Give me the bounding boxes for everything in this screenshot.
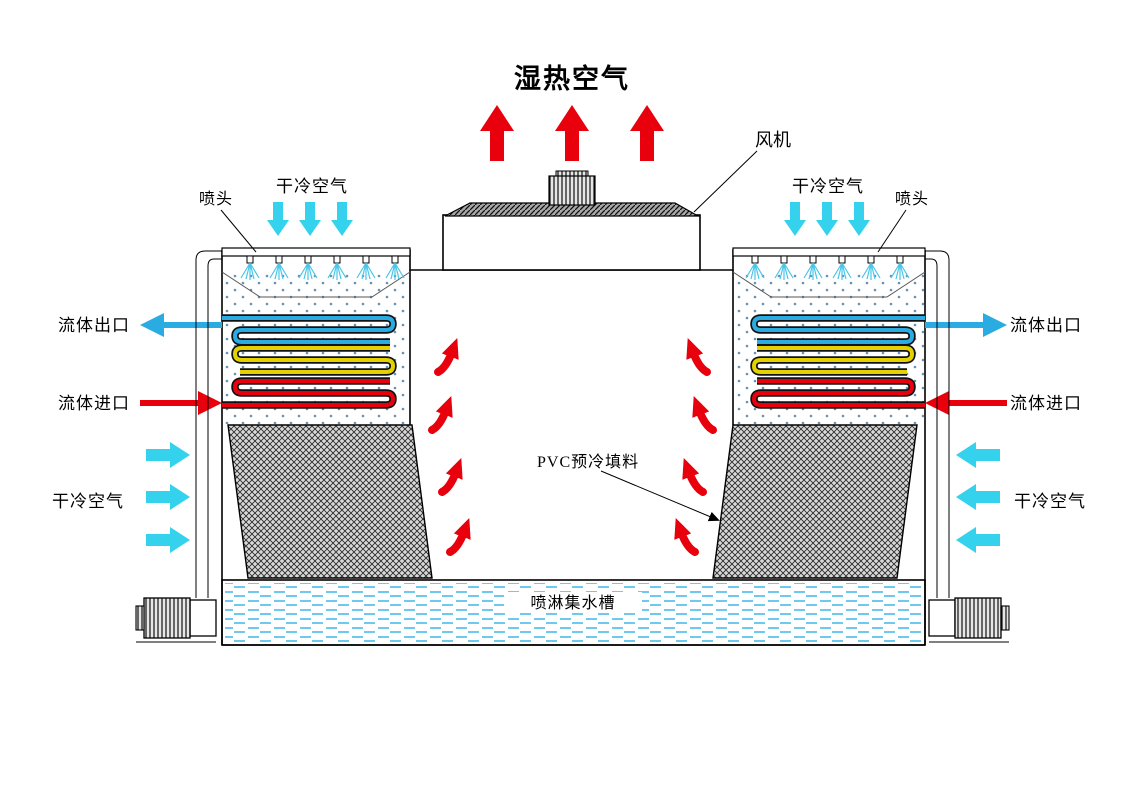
pump-volute (928, 599, 956, 637)
airflow-curved-arrow (692, 395, 717, 434)
left-coil-outlet-tube (222, 316, 396, 344)
left-coil-section (221, 247, 433, 579)
cold-air-down-arrow (784, 202, 806, 236)
cold-air-down-arrow (299, 202, 321, 236)
right-coil-section (712, 247, 926, 579)
cold-air-left-arrow (956, 527, 1000, 553)
hot-air-up-arrow (630, 105, 664, 161)
cold-air-left-arrow (956, 484, 1000, 510)
left-pvc-fill-block (227, 424, 433, 579)
pump-volute (189, 599, 217, 637)
fluid-outlet-arrow (140, 313, 222, 337)
water-basin: 喷淋集水槽 (221, 579, 926, 646)
nozzle-leader-right (877, 209, 907, 253)
cold-air-right-arrow (146, 484, 190, 510)
left-pipe-outer (195, 250, 222, 598)
fluid-outlet-label-left: 流体出口 (58, 316, 130, 335)
fan-blades-icon (444, 202, 701, 217)
dry-air-label-top-left: 干冷空气 (276, 177, 348, 196)
fluid-inlet-label-right: 流体进口 (1010, 394, 1082, 413)
left-coil-middle-tube (232, 346, 396, 374)
cold-air-down-arrow (267, 202, 289, 236)
fluid-inlet-label-left: 流体进口 (58, 394, 130, 413)
pvc-fill-label: PVC预冷填料 (537, 453, 639, 471)
pvc-fill-callout: PVC预冷填料 (537, 453, 720, 522)
dry-air-label-side-left: 干冷空气 (52, 492, 124, 511)
fan-assembly: 风机 (442, 130, 791, 271)
nozzle-label-right: 喷头 (895, 190, 929, 208)
top-air-labels: 干冷空气 干冷空气 喷头 喷头 (199, 177, 929, 253)
nozzle-leader-left (220, 209, 257, 253)
left-coil-inlet-tube (222, 379, 396, 407)
fluid-outlet-label-right: 流体出口 (1010, 316, 1082, 335)
nozzle-label-left: 喷头 (199, 190, 233, 208)
right-spray-header-pipe (732, 247, 926, 257)
left-riser-pipe (195, 250, 222, 598)
right-pump (928, 597, 1010, 643)
right-coil-middle-tube (751, 346, 915, 374)
pump-end-bell (1000, 605, 1010, 631)
dry-air-label-side-right: 干冷空气 (1014, 492, 1086, 511)
fan-label: 风机 (755, 130, 791, 150)
left-pump (135, 597, 217, 643)
airflow-curved-arrow (674, 517, 699, 556)
right-riser-pipe (925, 250, 950, 598)
cold-air-down-arrow (816, 202, 838, 236)
cold-air-left-arrow (956, 442, 1000, 468)
pump-motor-icon (143, 597, 191, 639)
plenum-inner-walls (409, 270, 734, 425)
basin-label: 喷淋集水槽 (530, 594, 615, 612)
airflow-curved-arrow (686, 337, 711, 376)
hot-humid-air-title: 湿热空气 (514, 63, 630, 94)
pvc-fill-leader (600, 470, 720, 522)
right-pipe-inner (925, 258, 938, 598)
pump-motor-icon (954, 597, 1002, 639)
left-pipe-inner (207, 258, 222, 598)
side-air: 干冷空气 干冷空气 (52, 442, 1086, 553)
dry-air-label-top-right: 干冷空气 (792, 177, 864, 196)
right-coil-bundle (750, 314, 925, 409)
cold-air-right-arrow (146, 527, 190, 553)
left-eliminator-lines (221, 271, 411, 298)
cold-air-right-arrow (146, 442, 190, 468)
fluid-outlet-arrow (925, 313, 1007, 337)
fluid-inlet-arrow (140, 391, 222, 415)
plenum-airflow-arrows (428, 337, 717, 556)
airflow-curved-arrow (446, 517, 471, 556)
airflow-curved-arrow (438, 457, 463, 496)
fan-leader-line (693, 150, 758, 213)
airflow-curved-arrow (434, 337, 459, 376)
right-eliminator-lines (732, 271, 926, 298)
left-spray-header-pipe (221, 247, 411, 257)
right-coil-inlet-tube (751, 379, 925, 407)
right-pipe-outer (925, 250, 950, 598)
cold-air-down-arrow (331, 202, 353, 236)
hot-air-up-arrow (555, 105, 589, 161)
left-coil-bundle (222, 314, 397, 409)
hot-humid-air: 湿热空气 (480, 63, 664, 161)
fluid-connections: 流体出口 流体进口 流体出口 流体进口 (58, 313, 1082, 415)
hot-air-up-arrow (480, 105, 514, 161)
fluid-inlet-arrow (925, 391, 1007, 415)
pump-end-bell (135, 605, 145, 631)
right-pvc-fill-block (712, 424, 918, 579)
right-coil-outlet-tube (751, 316, 925, 344)
basin-label-bg (504, 592, 642, 613)
airflow-curved-arrow (682, 457, 707, 496)
cold-air-down-arrow (848, 202, 870, 236)
fan-housing (442, 214, 701, 271)
airflow-curved-arrow (428, 395, 453, 434)
fan-motor-icon (548, 175, 596, 206)
